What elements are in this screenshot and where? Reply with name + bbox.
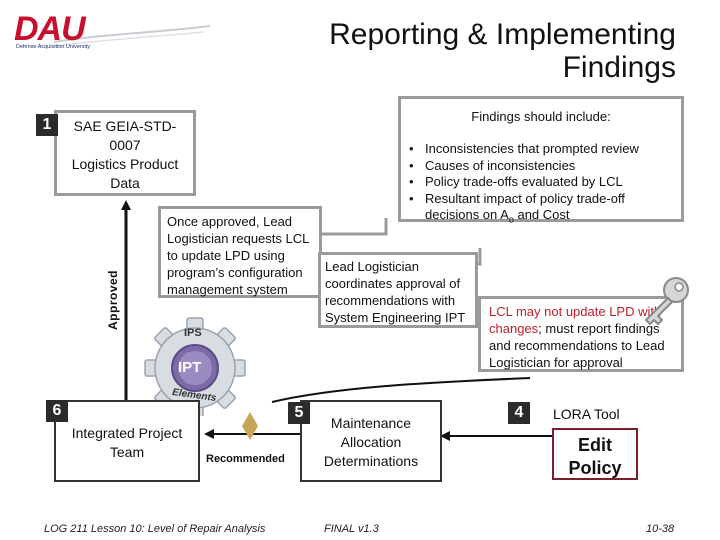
diamond-icon bbox=[242, 412, 258, 440]
page-title: Reporting & Implementing Findings bbox=[329, 18, 676, 84]
findings-item: Resultant impact of policy trade-off bbox=[407, 191, 675, 208]
dau-logo: DAU Defense Acquisition University bbox=[14, 10, 211, 60]
findings-heading: Findings should include: bbox=[471, 109, 611, 124]
lcl-limitation-box: LCL may not update LPD with changes; mus… bbox=[478, 296, 684, 372]
footer-lesson: LOG 211 Lesson 10: Level of Repair Analy… bbox=[44, 523, 266, 535]
logo-text: DAU bbox=[14, 10, 86, 48]
findings-box: Findings should include: Inconsistencies… bbox=[398, 96, 684, 225]
maintenance-allocation-box: Maintenance Allocation Determinations bbox=[300, 400, 442, 482]
ips-elements-gear-icon bbox=[144, 317, 246, 416]
findings-item: Causes of inconsistencies bbox=[407, 158, 675, 175]
edit-policy-box: Edit Policy bbox=[552, 428, 638, 480]
sae-standard-box: SAE GEIA-STD- 0007 Logistics Product Dat… bbox=[54, 110, 196, 196]
policy-arrowhead-icon bbox=[440, 431, 450, 441]
approved-arrowhead-icon bbox=[121, 200, 131, 210]
recommended-arrowhead-icon bbox=[204, 429, 214, 439]
approved-label: Approved bbox=[106, 269, 120, 330]
logo-swoosh-icon bbox=[53, 25, 211, 47]
findings-list: Inconsistencies that prompted review Cau… bbox=[407, 141, 675, 207]
step-badge-6: 6 bbox=[46, 400, 68, 422]
integrated-project-team-box: Integrated Project Team bbox=[54, 400, 200, 482]
findings-item: Policy trade-offs evaluated by LCL bbox=[407, 174, 675, 191]
recommended-label: Recommended bbox=[206, 453, 285, 465]
footer-page-number: 10-38 bbox=[646, 523, 675, 535]
step-badge-4: 4 bbox=[508, 402, 530, 424]
findings-item: Inconsistencies that prompted review bbox=[407, 141, 675, 158]
logo-tagline: Defense Acquisition University bbox=[16, 44, 90, 50]
lead-logistician-box: Lead Logistician coordinates approval of… bbox=[318, 252, 478, 328]
step-badge-5: 5 bbox=[288, 402, 310, 424]
gear-center-label: IPT bbox=[178, 359, 202, 376]
gear-top-label: IPS bbox=[184, 327, 202, 339]
lora-tool-label: LORA Tool bbox=[553, 406, 620, 422]
footer-version: FINAL v1.3 bbox=[324, 523, 379, 535]
findings-item-continuation: decisions on Ao and Cost bbox=[425, 207, 570, 225]
key-icon bbox=[645, 277, 689, 325]
connector-lcl-ipt bbox=[271, 377, 531, 403]
once-approved-box: Once approved, Lead Logistician requests… bbox=[158, 206, 322, 298]
connector-findings-once bbox=[312, 218, 388, 236]
step-badge-1: 1 bbox=[36, 114, 58, 136]
